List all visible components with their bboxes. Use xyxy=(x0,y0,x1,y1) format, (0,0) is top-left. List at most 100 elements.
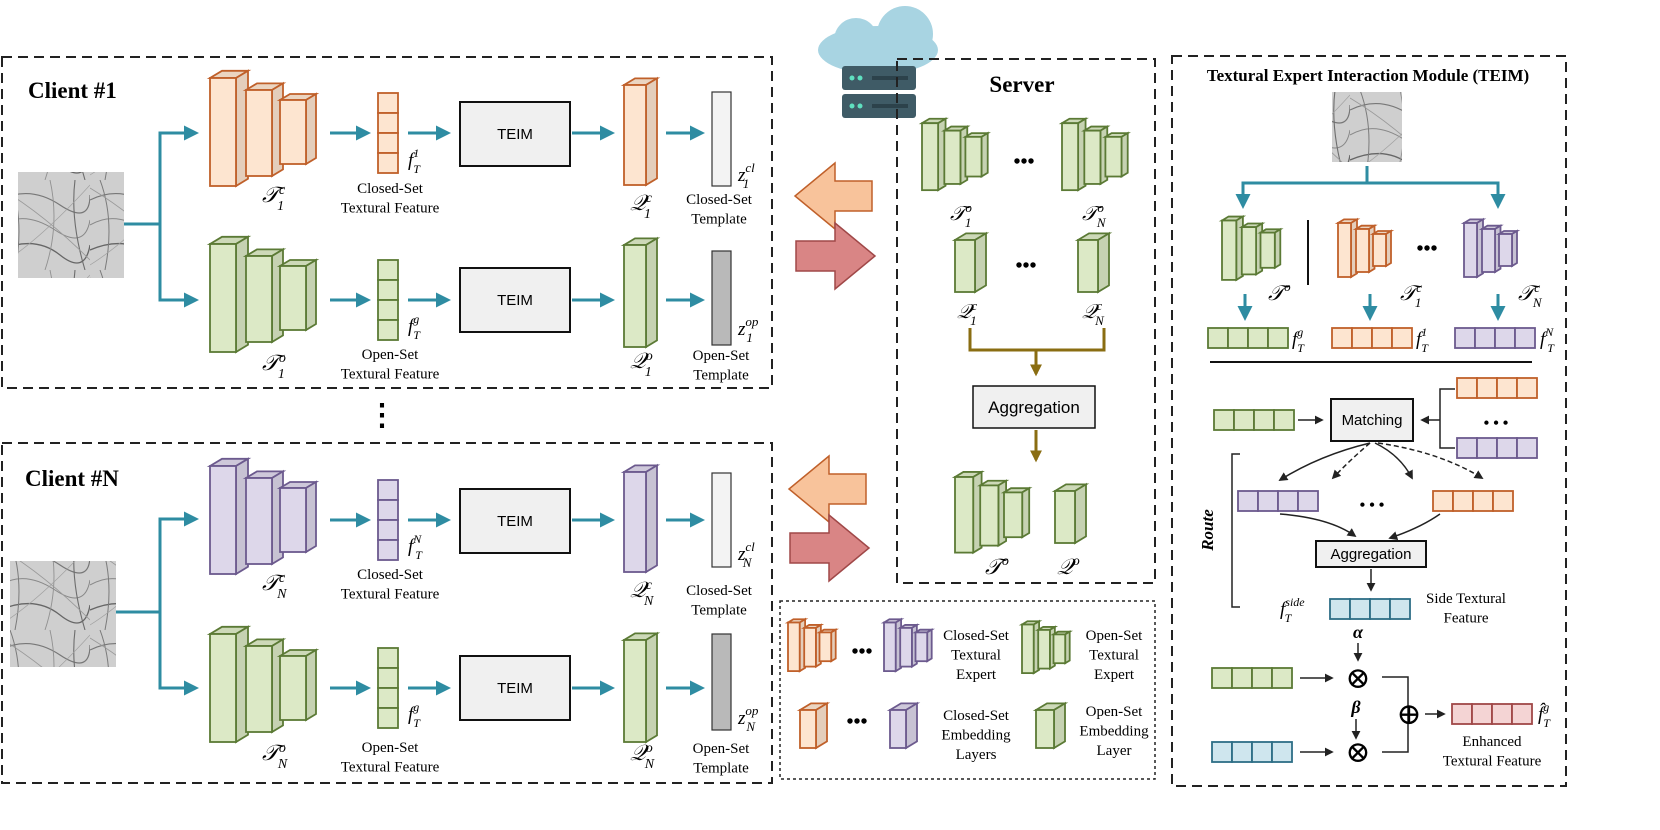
client-1-title: Client #1 xyxy=(28,78,117,103)
block-side xyxy=(1120,131,1129,179)
global-open-expert xyxy=(951,470,1033,555)
branch-arrow-open xyxy=(158,224,199,308)
teim-open-expert xyxy=(1218,214,1284,282)
route-arrow xyxy=(1278,442,1371,481)
teim-ellipsis-small: • • • xyxy=(1360,497,1385,514)
teim-box xyxy=(459,488,571,554)
matching-label: Matching xyxy=(1342,412,1403,429)
legend-closed-expert-purple xyxy=(880,617,935,673)
block-front xyxy=(1037,629,1051,670)
open-feature-input xyxy=(1211,667,1293,689)
route-arrow xyxy=(1331,442,1371,480)
branch-arrow-closed xyxy=(124,125,199,226)
vector-cell xyxy=(1253,409,1275,431)
block-front xyxy=(1104,135,1123,178)
closed-embedding-q1c xyxy=(620,76,661,187)
vector-cell xyxy=(1492,490,1514,512)
vertical-ellipsis: ⋮ xyxy=(367,399,397,432)
block-front xyxy=(889,709,907,749)
routed-feature-2 xyxy=(1432,490,1514,512)
vector-cell xyxy=(1451,703,1473,725)
vector-cell xyxy=(1257,490,1279,512)
block-front xyxy=(623,471,647,573)
vector-cell xyxy=(1474,327,1496,349)
otimes-icon: ⊗ xyxy=(1345,736,1370,769)
block-front xyxy=(1035,709,1055,749)
vector-cell xyxy=(1237,490,1259,512)
block-front xyxy=(209,77,237,187)
upload-arrow-1 xyxy=(795,221,877,291)
closed-feature-vector-n xyxy=(377,479,399,561)
block-front xyxy=(943,129,962,185)
block-front xyxy=(799,709,817,749)
block-front xyxy=(279,265,307,331)
server-open-expert-1 xyxy=(918,117,991,192)
otimes-icon: ⊗ xyxy=(1345,662,1370,695)
open-set-textural-expert-1 xyxy=(206,235,320,354)
block-front xyxy=(954,239,976,293)
server-q1c xyxy=(951,231,990,294)
legend-closed-expert-orange xyxy=(784,617,839,673)
block-side xyxy=(305,258,317,332)
block-front xyxy=(803,627,817,668)
vector-cell xyxy=(1371,327,1393,349)
oplus-icon: ⊕ xyxy=(1396,698,1421,731)
upload-arrow-n xyxy=(789,513,871,583)
block-front xyxy=(979,484,1000,547)
teim-feature-f1 xyxy=(1331,327,1413,349)
vector-cell xyxy=(1211,667,1233,689)
vector-cell xyxy=(1456,377,1478,399)
block-front xyxy=(279,99,307,165)
vector-cell xyxy=(1472,490,1494,512)
vector-cell xyxy=(377,707,399,729)
client-1-border xyxy=(1,56,773,389)
server-ellipsis: ••• xyxy=(1013,151,1034,173)
vector-cell xyxy=(377,519,399,541)
open-embedding-q1o xyxy=(620,236,661,349)
vector-cell xyxy=(1267,327,1289,349)
block-front xyxy=(1083,129,1102,185)
vector-cell xyxy=(1277,490,1299,512)
vector-cell xyxy=(1271,741,1293,763)
block-side xyxy=(815,701,828,750)
palmprint-image xyxy=(18,172,124,278)
teim-box xyxy=(459,267,571,333)
block-front xyxy=(1077,239,1099,293)
block-side xyxy=(1021,486,1031,539)
legend-open-embedding xyxy=(1032,701,1069,750)
block-side xyxy=(1097,231,1110,294)
vector-cell xyxy=(377,92,399,114)
block-front xyxy=(1021,623,1035,674)
vector-cell xyxy=(1349,598,1371,620)
vector-cell xyxy=(1369,598,1391,620)
teim-aggregation-box xyxy=(1315,540,1427,568)
aggregation-bracket xyxy=(968,328,1106,352)
vector-cell xyxy=(377,499,399,521)
legend-closed-embedding-purple xyxy=(886,701,921,750)
block-front xyxy=(1054,490,1076,544)
vector-cell xyxy=(377,479,399,501)
block-front xyxy=(818,631,833,663)
vector-cell xyxy=(1516,377,1538,399)
teim-label: TEIM xyxy=(497,292,533,309)
block-front xyxy=(914,631,929,663)
global-open-embedding xyxy=(1051,482,1090,545)
server-aggregation-box xyxy=(972,385,1096,429)
